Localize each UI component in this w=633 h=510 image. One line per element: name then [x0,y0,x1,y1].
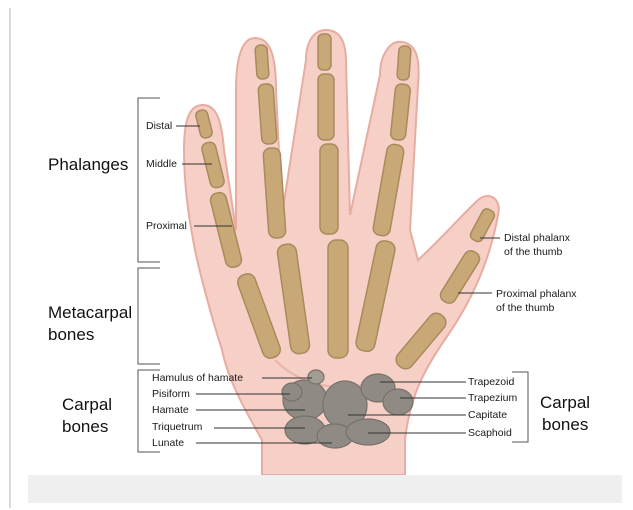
scaphoid-bone [346,419,390,445]
middle-proximal-bone [320,144,338,234]
capitate-label: Capitate [468,409,507,421]
proximal-thumb-label-line1: Proximal phalanx [496,288,577,300]
scaphoid-label: Scaphoid [468,427,512,439]
middle-metacarpal [328,240,348,358]
metacarpal-label-line2: bones [48,324,94,346]
hamulus-bone [308,370,324,384]
footer-bar [28,475,622,503]
lunate-label: Lunate [152,437,184,449]
proximal-label: Proximal [146,220,187,232]
hamate-label: Hamate [152,404,189,416]
middle-middle-bone [318,74,334,140]
pisiform-label: Pisiform [152,388,190,400]
trapezium-bone [383,389,413,415]
distal-thumb-label-line2: of the thumb [504,246,562,258]
index-distal-bone [397,46,411,81]
carpal-right-bracket [512,372,528,442]
carpal-left-label-line1: Carpal [62,394,112,416]
triquetrum-label: Triquetrum [152,421,202,433]
ring-distal-bone [255,45,269,80]
hamulus-label: Hamulus of hamate [152,372,243,384]
ring-middle-bone [258,84,277,145]
carpal-left-label-line2: bones [62,416,108,438]
carpal-right-label-line2: bones [542,414,588,436]
trapezoid-label: Trapezoid [468,376,514,388]
distal-thumb-label-line1: Distal phalanx [504,232,570,244]
trapezium-label: Trapezium [468,392,517,404]
distal-label: Distal [146,120,172,132]
pisiform-bone [282,383,302,401]
middle-distal-bone [318,34,331,70]
metacarpal-label-line1: Metacarpal [48,302,132,324]
carpal-right-label-line1: Carpal [540,392,590,414]
proximal-thumb-label-line2: of the thumb [496,302,554,314]
phalanges-label: Phalanges [48,154,128,176]
middle-label: Middle [146,158,177,170]
metacarpal-bracket [138,268,160,364]
